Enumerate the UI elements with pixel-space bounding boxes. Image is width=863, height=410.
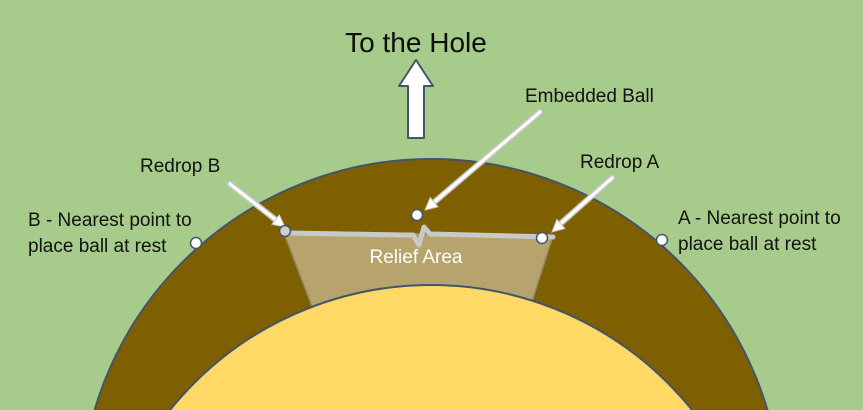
redrop-b-label: Redrop B [140, 156, 220, 177]
relief-line [280, 224, 556, 248]
pointer-arrow-icon [424, 196, 439, 211]
sand-circle [168, 284, 694, 410]
embedded-ball-arrow [424, 109, 543, 211]
nearest-point-a-label: A - Nearest point to place ball at rest [678, 208, 841, 255]
nearest-point-b-marker [189, 236, 203, 250]
pointer-arrow-icon [551, 218, 566, 233]
up-arrow-icon [398, 59, 434, 139]
nearest-point-b-label-line2: place ball at rest [28, 236, 167, 257]
nearest-point-b-label: B - Nearest point to place ball at rest [28, 210, 192, 257]
nearest-point-b-label-line1: B - Nearest point to [28, 210, 192, 231]
redrop-a-label: Redrop A [580, 152, 660, 173]
redrop-b-arrow [227, 181, 286, 228]
redrop-b-marker [278, 224, 292, 238]
relief-area-label: Relief Area [370, 247, 463, 268]
redrop-a-arrow [551, 175, 615, 233]
nearest-point-a-label-line1: A - Nearest point to [678, 208, 841, 229]
to-the-hole-label: To the Hole [345, 27, 487, 58]
nearest-point-a-label-line2: place ball at rest [678, 234, 817, 255]
embedded-ball-label: Embedded Ball [525, 86, 654, 107]
redrop-a-marker [535, 231, 549, 245]
pointer-arrow-icon [271, 213, 286, 228]
nearest-point-a-marker [655, 233, 669, 247]
embedded-ball-marker [410, 208, 424, 222]
